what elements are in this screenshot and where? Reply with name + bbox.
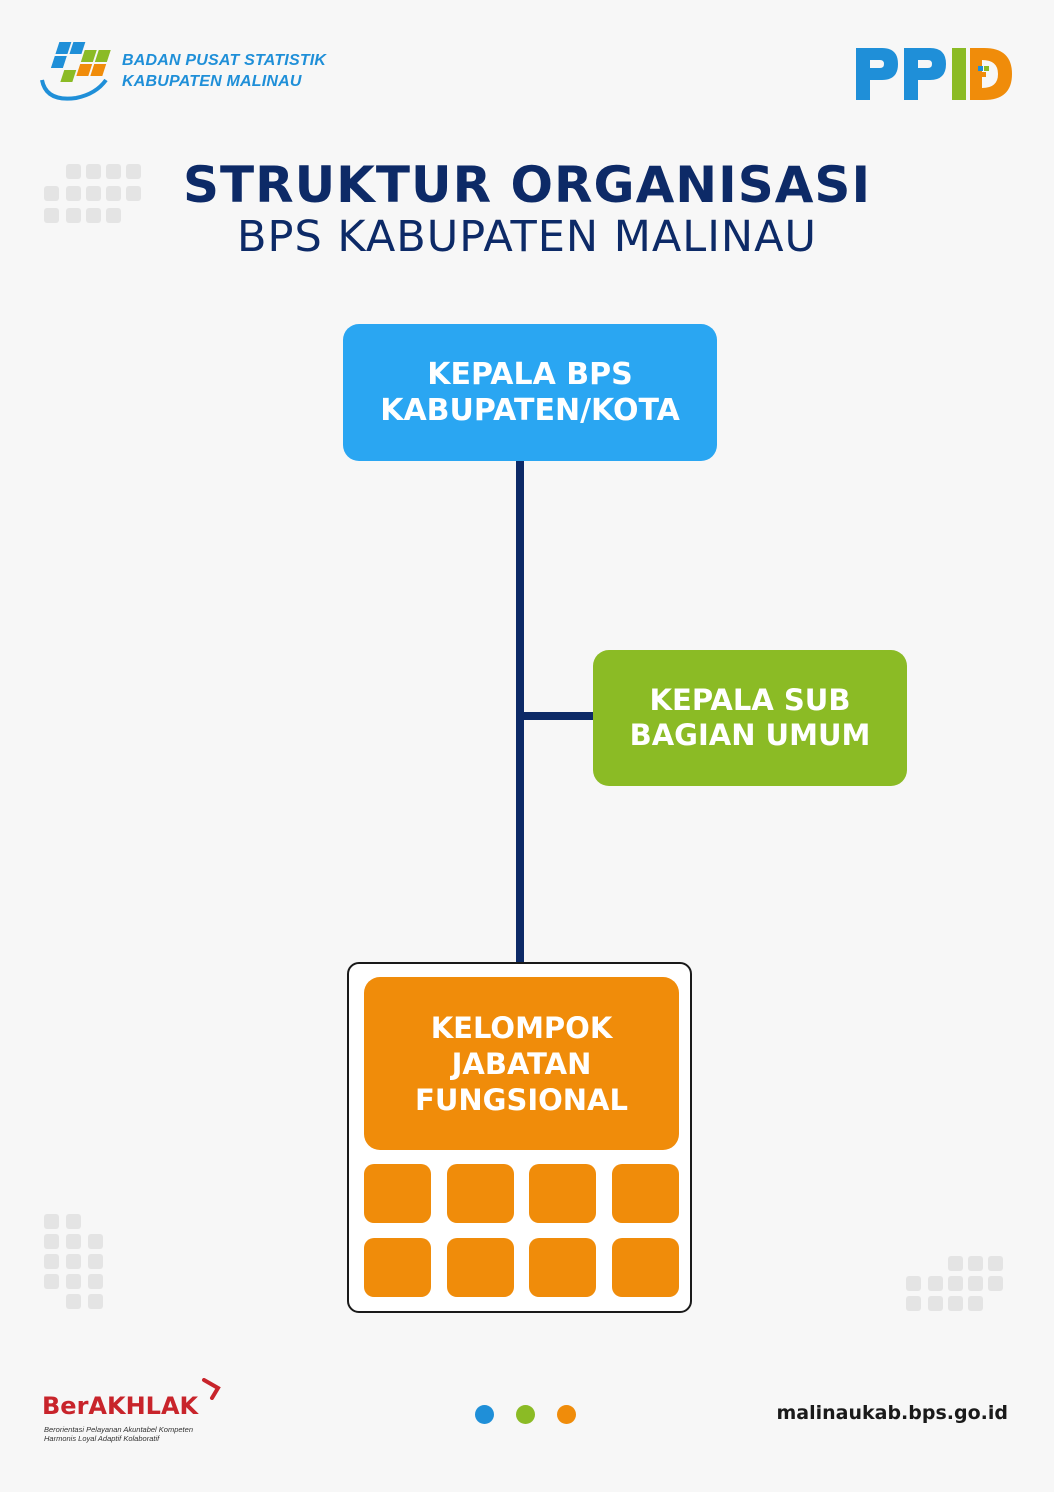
org-name: BADAN PUSAT STATISTIK KABUPATEN MALINAU: [122, 50, 326, 92]
berakhlak-logo: BerAKHLAK Berorientasi Pelayanan Akuntab…: [42, 1378, 242, 1448]
member-box: [612, 1238, 679, 1297]
website-url: malinaukab.bps.go.id: [776, 1402, 1008, 1424]
member-box: [612, 1164, 679, 1223]
ppid-logo: [856, 48, 1012, 100]
berakhlak-tagline-line1: Berorientasi Pelayanan Akuntabel Kompete…: [44, 1425, 193, 1434]
member-box: [447, 1238, 514, 1297]
org-name-line2: KABUPATEN MALINAU: [122, 73, 302, 90]
node-kepala-sub-bagian-label: KEPALA SUB BAGIAN UMUM: [629, 683, 871, 752]
page-subtitle: BPS KABUPATEN MALINAU: [237, 212, 817, 262]
decorative-dots-top: [44, 164, 148, 224]
pager-dot-orange: [557, 1405, 576, 1424]
connector-horizontal: [520, 712, 594, 720]
berakhlak-tagline: Berorientasi Pelayanan Akuntabel Kompete…: [44, 1425, 193, 1443]
member-box: [364, 1164, 431, 1223]
node-kepala-bps: KEPALA BPS KABUPATEN/KOTA: [343, 324, 717, 461]
member-box: [447, 1164, 514, 1223]
decorative-dots-bottom-right: [906, 1256, 1010, 1316]
page-title: STRUKTUR ORGANISASI: [182, 156, 872, 214]
decorative-dots-bottom-left: [44, 1214, 106, 1314]
node-kepala-bps-label: KEPALA BPS KABUPATEN/KOTA: [380, 356, 680, 428]
bps-logo: [40, 42, 111, 101]
berakhlak-arrow-icon: [202, 1378, 221, 1400]
member-box: [364, 1238, 431, 1297]
pager-dot-green: [516, 1405, 535, 1424]
berakhlak-tagline-line2: Harmonis Loyal Adaptif Kolaboratif: [44, 1434, 160, 1443]
pager-dot-blue: [475, 1405, 494, 1424]
berakhlak-word: BerAKHLAK: [42, 1392, 199, 1420]
node-kelompok-jabatan-label: KELOMPOK JABATAN FUNGSIONAL: [415, 1010, 628, 1117]
node-kepala-sub-bagian-umum: KEPALA SUB BAGIAN UMUM: [593, 650, 907, 786]
org-name-line1: BADAN PUSAT STATISTIK: [122, 52, 327, 69]
member-box: [529, 1238, 596, 1297]
node-kelompok-jabatan-fungsional: KELOMPOK JABATAN FUNGSIONAL: [364, 977, 679, 1150]
member-box: [529, 1164, 596, 1223]
